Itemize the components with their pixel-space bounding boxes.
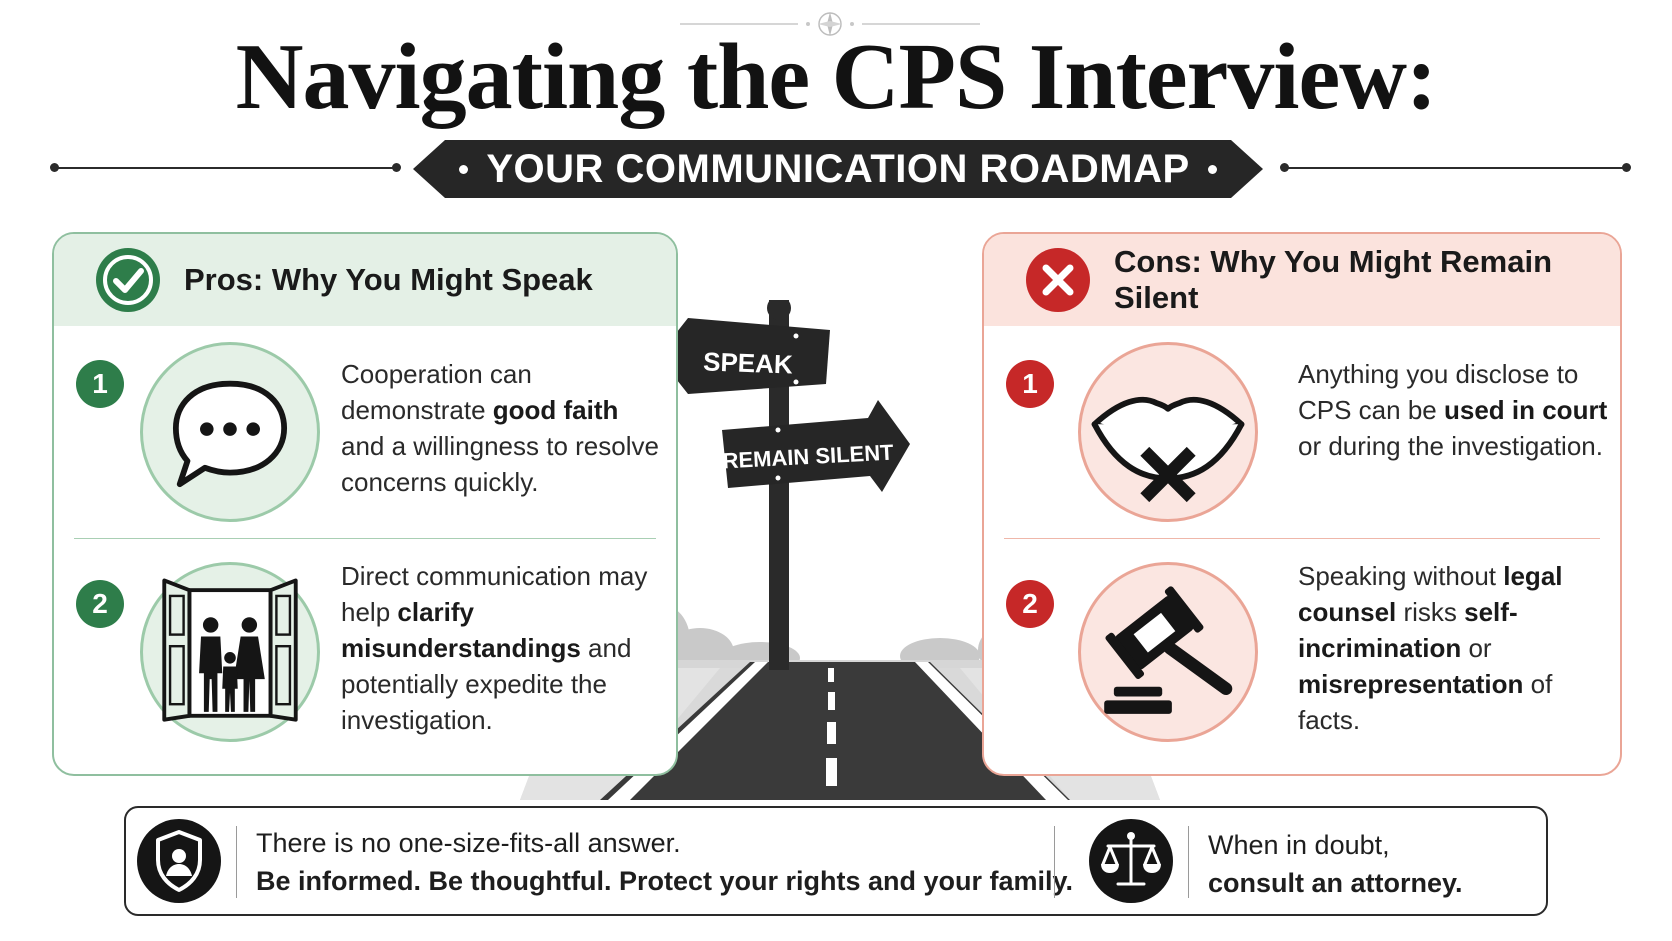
scales-of-justice-icon (1089, 819, 1173, 903)
footer-right-line-2: consult an attorney. (1208, 868, 1463, 898)
pros-item-text: Cooperation can demonstrate good faith a… (341, 356, 661, 500)
body-text: and potentially expedite the investigati… (341, 633, 632, 735)
subtitle-rule-left (55, 167, 393, 169)
emphasis-text: legal counsel (1298, 561, 1563, 627)
subtitle-text: YOUR COMMUNICATION ROADMAP (486, 146, 1190, 191)
body-text: Anything you disclose to CPS can be (1298, 359, 1579, 425)
body-text: and a willingness to resolve concerns qu… (341, 431, 659, 497)
number-badge: 2 (1006, 580, 1054, 628)
line-end-dot (392, 163, 401, 172)
checkmark-icon (96, 248, 160, 312)
cons-header: Cons: Why You Might Remain Silent (984, 234, 1620, 326)
cons-icon-circle (1078, 342, 1258, 522)
remain-silent-sign (722, 400, 910, 492)
footer-left-line-2: Be informed. Be thoughtful. Protect your… (256, 866, 1074, 896)
subtitle-row: YOUR COMMUNICATION ROADMAP (0, 136, 1672, 200)
pros-item-2: 2 (54, 540, 676, 755)
emphasis-text: self-incrimination (1298, 597, 1518, 663)
signpost-pole (769, 300, 789, 670)
body-text: or during the investigation. (1298, 431, 1603, 461)
pros-item-text: Direct communication may help clarify mi… (341, 558, 661, 738)
pros-icon-circle (140, 562, 320, 742)
separator (1054, 826, 1055, 898)
emphasis-text: misrepresentation (1298, 669, 1524, 699)
pros-icon-circle (140, 342, 320, 522)
banner-bullet (459, 165, 468, 174)
cons-item-text: Speaking without legal counsel risks sel… (1298, 558, 1608, 738)
line-end-dot (1622, 163, 1631, 172)
cons-title: Cons: Why You Might Remain Silent (1114, 244, 1553, 315)
pros-panel: Pros: Why You Might Speak 1 Cooperation … (52, 232, 678, 776)
body-text: risks (1396, 597, 1465, 627)
gavel-icon (1104, 586, 1233, 714)
body-text: of facts. (1298, 669, 1553, 735)
compass-ornament (680, 12, 980, 36)
body-text: Cooperation can demonstrate (341, 359, 532, 425)
emphasis-text: clarify misunderstandings (341, 597, 581, 663)
divider (74, 538, 656, 539)
line-end-dot (1280, 163, 1289, 172)
footer-left-line-1: There is no one-size-fits-all answer. (256, 828, 681, 858)
cons-panel: Cons: Why You Might Remain Silent 1 Anyt… (982, 232, 1622, 776)
footer-left-text: There is no one-size-fits-all answer. Be… (256, 824, 1073, 900)
body-text: or (1461, 633, 1492, 663)
speak-sign (658, 318, 830, 394)
body-text: Speaking without (1298, 561, 1504, 591)
line-end-dot (50, 163, 59, 172)
bottom-advice-bar: There is no one-size-fits-all answer. Be… (124, 806, 1548, 916)
emphasis-text: good faith (492, 395, 619, 425)
family-door-icon (162, 578, 298, 722)
speak-sign-label: SPEAK (703, 346, 794, 379)
footer-right-text: When in doubt, consult an attorney. (1208, 826, 1463, 902)
cons-icon-circle (1078, 562, 1258, 742)
body-text: Direct communication may help (341, 561, 648, 627)
shield-person-icon (137, 819, 221, 903)
x-mark-icon (1026, 248, 1090, 312)
page-title: Navigating the CPS Interview: (235, 25, 1438, 129)
banner-bullet (1208, 165, 1217, 174)
number-badge: 2 (76, 580, 124, 628)
pros-item-1: 1 Cooperation can demonstrate good faith… (54, 328, 676, 543)
cons-item-2: 2 Speaking without legal counsel risks s… (984, 540, 1620, 755)
divider (1004, 538, 1600, 539)
speech-bubble-icon (172, 380, 288, 488)
number-badge: 1 (1006, 360, 1054, 408)
pros-title: Pros: Why You Might Speak (184, 262, 593, 297)
subtitle-banner: YOUR COMMUNICATION ROADMAP (413, 140, 1263, 198)
separator (1188, 826, 1189, 898)
number-badge: 1 (76, 360, 124, 408)
cons-item-text: Anything you disclose to CPS can be used… (1298, 356, 1608, 464)
footer-right-line-1: When in doubt, (1208, 830, 1390, 860)
pros-header: Pros: Why You Might Speak (54, 234, 676, 326)
separator (236, 826, 237, 898)
closed-lips-icon (1091, 396, 1245, 503)
subtitle-rule-right (1288, 167, 1626, 169)
emphasis-text: used in court (1443, 395, 1608, 425)
cons-item-1: 1 Anything you disclose to CPS can be us… (984, 328, 1620, 543)
